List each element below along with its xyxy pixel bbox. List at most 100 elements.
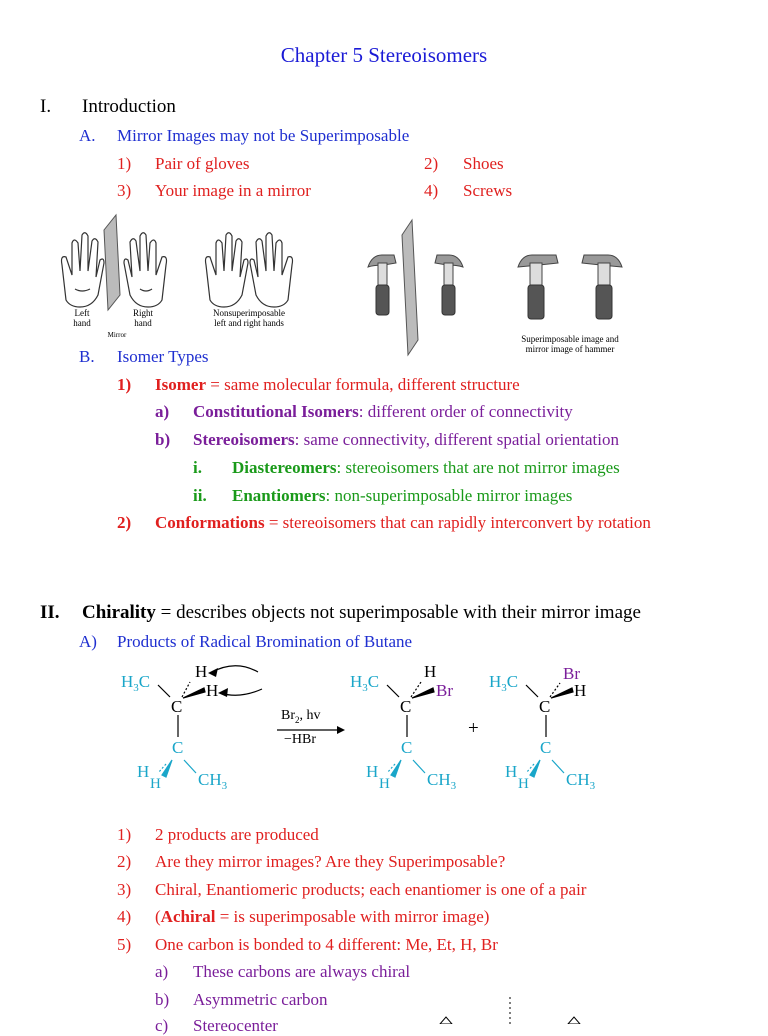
- list-item-number: i.: [193, 458, 202, 477]
- svg-text:H3C: H3C: [489, 672, 518, 694]
- hammer-caption: Superimposable image and mirror image of…: [521, 334, 619, 354]
- svg-text:H: H: [574, 681, 586, 700]
- svg-text:C: C: [171, 697, 182, 716]
- list-item: Pair of gloves: [155, 154, 250, 173]
- svg-text:H: H: [379, 776, 390, 792]
- definition: : non-superimposable mirror images: [325, 486, 573, 505]
- diastereomers-definition: Diastereomers: stereoisomers that are no…: [232, 458, 620, 478]
- subsection-a-text: Mirror Images may not be Superimposable: [117, 126, 410, 145]
- constitutional-isomers-definition: Constitutional Isomers: different order …: [193, 402, 573, 422]
- list-item-number: 1): [117, 825, 132, 844]
- term: Diastereomers: [232, 458, 337, 477]
- reagent-subscript: 2: [295, 714, 300, 725]
- list-item-number: 1): [117, 375, 132, 394]
- svg-text:Br: Br: [563, 664, 580, 683]
- hammer-mirror-image-icon: [434, 254, 464, 316]
- term: Chirality: [82, 602, 156, 623]
- definition: = is superimposable with mirror image): [215, 907, 490, 926]
- definition: = stereoisomers that can rapidly interco…: [264, 513, 651, 532]
- svg-text:C: C: [172, 738, 183, 757]
- term: Conformations: [155, 513, 265, 532]
- list-item: Chiral, Enantiomeric products; each enan…: [155, 880, 587, 899]
- definition: : same connectivity, different spatial o…: [294, 430, 619, 449]
- term: Achiral: [160, 907, 216, 926]
- right-hand-icon: [123, 232, 168, 308]
- enantiomers-definition: Enantiomers: non-superimposable mirror i…: [232, 486, 572, 506]
- svg-text:CH3: CH3: [427, 770, 457, 792]
- plus-sign: +: [468, 718, 479, 739]
- mirror-icon: [103, 213, 121, 312]
- reagent-conditions: , hv: [299, 708, 321, 723]
- isomer-definition: Isomer = same molecular formula, differe…: [155, 375, 520, 395]
- nonsuperimposable-hands-icon: [204, 232, 294, 308]
- svg-text:C: C: [540, 738, 551, 757]
- svg-text:H3C: H3C: [350, 672, 379, 694]
- svg-text:H: H: [206, 681, 218, 700]
- list-item: One carbon is bonded to 4 different: Me,…: [155, 935, 498, 954]
- svg-text:H: H: [150, 776, 161, 792]
- conformations-definition: Conformations = stereoisomers that can r…: [155, 513, 651, 533]
- page-title: Chapter 5 Stereoisomers: [280, 43, 488, 67]
- mirror-caption: Mirror: [107, 331, 127, 339]
- section-2-number: II.: [40, 602, 60, 623]
- product-2-structure: H3C Br H C C H H CH3: [489, 664, 596, 792]
- list-item: Shoes: [463, 154, 504, 173]
- butane-structure: H3C H H C C H H CH3: [121, 662, 228, 792]
- left-hand-icon: [60, 232, 105, 308]
- subsection-2a-text: Products of Radical Bromination of Butan…: [117, 632, 413, 651]
- list-item-number: 3): [117, 880, 132, 899]
- section-1-number: I.: [40, 96, 52, 117]
- list-item-number: ii.: [193, 486, 207, 505]
- list-item: Asymmetric carbon: [193, 990, 328, 1009]
- list-item: Are they mirror images? Are they Superim…: [155, 852, 506, 871]
- list-item-number: 2): [117, 513, 132, 532]
- definition: = describes objects not superimposable w…: [155, 602, 641, 623]
- svg-text:H: H: [195, 662, 207, 681]
- nonsuperimposable-caption: Nonsuperimposable left and right hands: [213, 308, 285, 328]
- svg-text:H: H: [518, 776, 529, 792]
- svg-text:C: C: [400, 697, 411, 716]
- mirror-icon: [401, 218, 419, 357]
- list-item-number: 3): [117, 181, 132, 200]
- partial-structure-figure: [439, 997, 581, 1024]
- hammer-icon: [367, 254, 397, 316]
- svg-text:H3C: H3C: [121, 672, 150, 694]
- svg-text:H: H: [505, 762, 517, 781]
- superimposed-hammers-icon: [517, 254, 623, 320]
- svg-text:Br: Br: [436, 681, 453, 700]
- list-item-number: 5): [117, 935, 132, 954]
- definition: : different order of connectivity: [358, 402, 573, 421]
- list-item-number: 2): [424, 154, 439, 173]
- subsection-2a-label: A): [79, 632, 97, 651]
- list-item-number: 4): [424, 181, 439, 200]
- product-1-structure: H3C H Br C C H H CH3: [350, 662, 457, 792]
- right-hand-caption: Right hand: [132, 308, 153, 328]
- term: Enantiomers: [232, 486, 326, 505]
- list-item-number: b): [155, 990, 170, 1009]
- mirror-images-figure: [60, 213, 623, 357]
- section-1-heading: Introduction: [82, 96, 176, 117]
- svg-text:H: H: [137, 762, 149, 781]
- list-item: These carbons are always chiral: [193, 962, 411, 981]
- svg-text:C: C: [401, 738, 412, 757]
- definition: : stereoisomers that are not mirror imag…: [336, 458, 620, 477]
- reaction-byproduct: −HBr: [284, 732, 317, 747]
- list-item-number: c): [155, 1016, 169, 1035]
- term: Stereoisomers: [193, 430, 295, 449]
- list-item-number: b): [155, 430, 171, 449]
- paren: (: [155, 907, 161, 926]
- definition: = same molecular formula, different stru…: [205, 375, 520, 394]
- list-item-number: a): [155, 402, 170, 421]
- svg-text:H: H: [366, 762, 378, 781]
- list-item: 2 products are produced: [155, 825, 319, 844]
- list-item: Your image in a mirror: [155, 181, 311, 200]
- svg-text:C: C: [539, 697, 550, 716]
- term: Constitutional Isomers: [193, 402, 359, 421]
- left-hand-caption: Left hand: [73, 308, 91, 328]
- subsection-b-text: Isomer Types: [117, 347, 209, 366]
- svg-text:CH3: CH3: [566, 770, 596, 792]
- achiral-definition: (Achiral = is superimposable with mirror…: [155, 907, 489, 927]
- list-item-number: a): [155, 962, 169, 981]
- bromination-reaction-scheme: H3C H H C C H H CH3 H3C H: [121, 662, 596, 792]
- subsection-a-label: A.: [79, 126, 96, 145]
